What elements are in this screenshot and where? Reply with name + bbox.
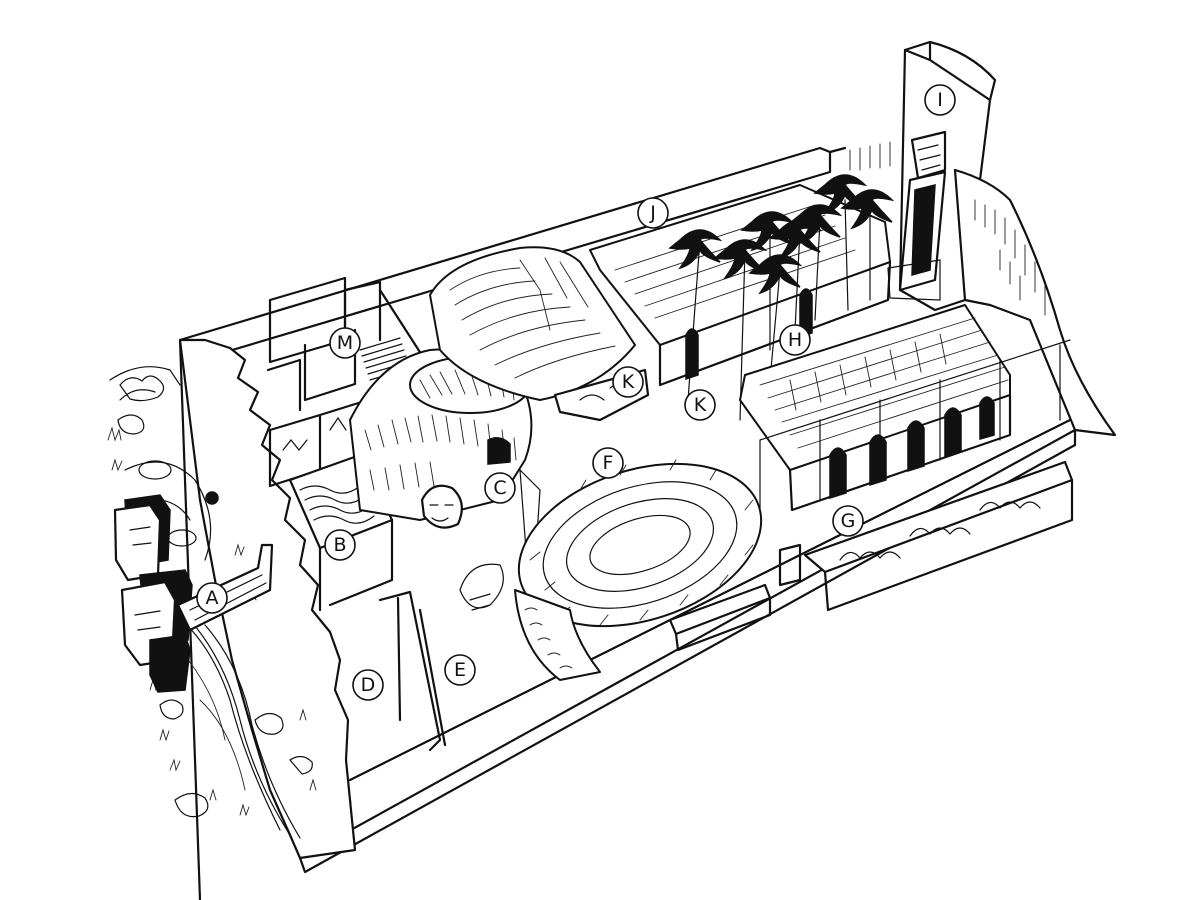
marker-circle [832, 505, 864, 537]
marker-k1: K [612, 366, 644, 398]
marker-circle [637, 197, 669, 229]
marker-label: A [206, 587, 219, 609]
marker-a: A [196, 582, 228, 614]
markers: A B C D E F G H I J K K M [196, 84, 956, 701]
marker-label: M [337, 332, 353, 354]
marker-circle [444, 654, 476, 686]
marker-h: H [779, 324, 811, 356]
marker-label: J [649, 202, 656, 224]
marker-label: D [361, 674, 376, 696]
marker-f: F [592, 447, 624, 479]
marker-e: E [444, 654, 476, 686]
marker-j: J [637, 197, 669, 229]
outdoor-garden [107, 366, 317, 839]
moai-statues [113, 494, 193, 693]
marker-k2: K [684, 389, 716, 421]
marker-d: D [352, 669, 384, 701]
marker-circle [924, 84, 956, 116]
tower-i [849, 40, 1117, 437]
marker-circle [484, 472, 516, 504]
marker-label: E [454, 659, 466, 681]
marker-b: B [324, 529, 356, 561]
marker-circle [196, 582, 228, 614]
marker-c: C [484, 472, 516, 504]
marker-label: C [493, 477, 506, 499]
dome-hut [349, 348, 541, 551]
marker-g: G [832, 505, 864, 537]
marker-label: K [694, 394, 707, 416]
marker-circle [329, 327, 361, 359]
marker-circle [612, 366, 644, 398]
longhouse-h [739, 304, 1074, 612]
marker-circle [779, 324, 811, 356]
palm-trees [668, 174, 895, 421]
left-wall [178, 338, 357, 860]
marker-label: F [603, 452, 614, 474]
marker-label: I [937, 89, 943, 111]
marker-label: H [788, 329, 802, 351]
marker-circle [324, 529, 356, 561]
marker-circle [592, 447, 624, 479]
marker-label: K [622, 371, 635, 393]
oval-coil-hut [459, 459, 772, 681]
marker-label: B [333, 534, 346, 556]
marker-circle [352, 669, 384, 701]
marker-m: M [329, 327, 361, 359]
marker-i: I [924, 84, 956, 116]
marker-circle [684, 389, 716, 421]
marker-label: G [841, 510, 856, 532]
